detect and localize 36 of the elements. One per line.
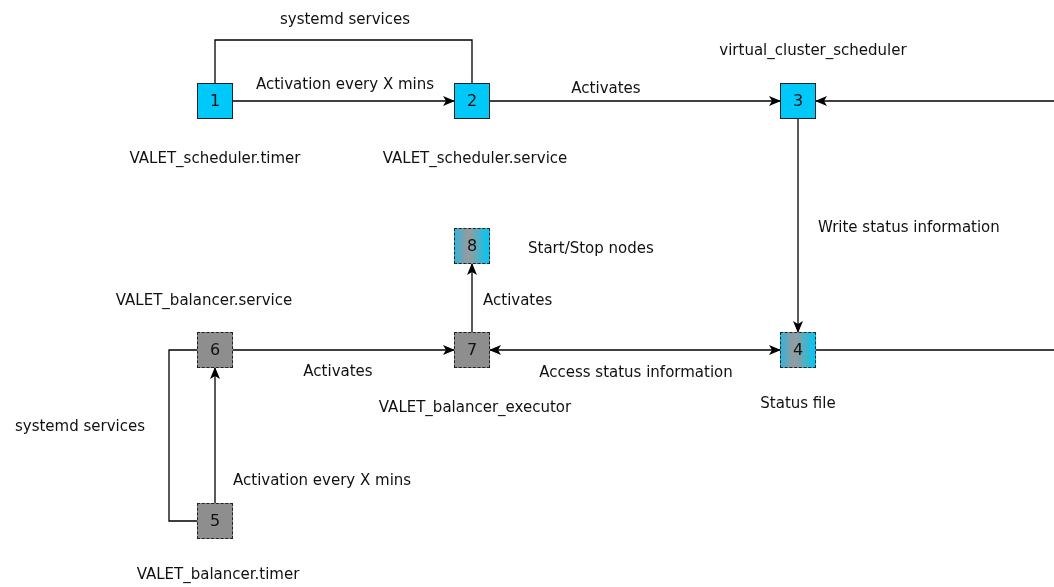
edge-label: Activation every X mins [231, 472, 414, 488]
connector-line [815, 349, 1054, 351]
node-caption: Start/Stop nodes [528, 240, 654, 256]
process-box: 6 [197, 332, 233, 368]
arrow [489, 345, 781, 355]
edge-label: Activates [569, 80, 643, 96]
edge-label: Activates [481, 292, 555, 308]
edge-label: Activates [301, 363, 375, 379]
process-box: 4 [780, 332, 816, 368]
process-box: 8 [454, 228, 490, 264]
edge-label: Write status information [816, 219, 1002, 235]
arrow [232, 96, 455, 106]
process-box: 1 [197, 83, 233, 119]
process-box: 3 [780, 83, 816, 119]
node-caption: VALET_scheduler.timer [129, 150, 301, 166]
node-caption: virtual_cluster_scheduler [719, 42, 907, 58]
arrow [232, 345, 455, 355]
node-caption: VALET_scheduler.service [382, 150, 568, 166]
node-caption: VALET_balancer.service [115, 292, 293, 308]
node-caption: Status file [760, 395, 836, 411]
node-caption: VALET_balancer.timer [136, 566, 300, 582]
connector-line [214, 39, 473, 84]
connector-line [168, 349, 198, 522]
edge-label: systemd services [12, 418, 148, 434]
process-box: 7 [454, 332, 490, 368]
edge-label: Activation every X mins [253, 76, 437, 92]
process-box: 5 [197, 503, 233, 539]
arrow [467, 263, 477, 333]
edge-label: systemd services [277, 11, 413, 27]
node-caption: VALET_balancer_executor [378, 399, 572, 415]
arrow [815, 96, 1054, 106]
arrow [489, 96, 781, 106]
process-box: 2 [454, 83, 490, 119]
edge-label: Access status information [537, 364, 735, 380]
arrow [793, 118, 803, 333]
arrow [210, 367, 220, 504]
